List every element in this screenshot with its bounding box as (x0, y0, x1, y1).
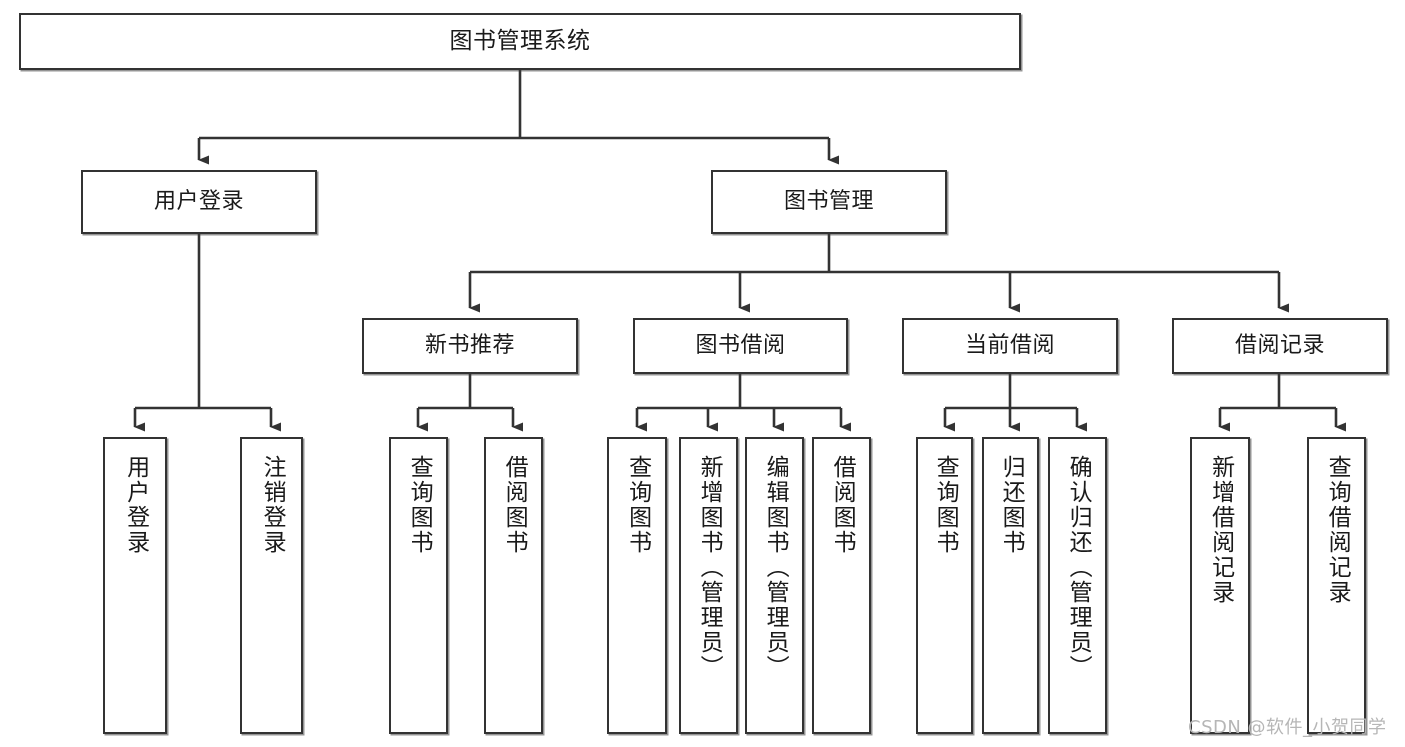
node-label: 图书管理系统 (449, 27, 591, 54)
node-label: 借阅图书 (829, 455, 856, 555)
node-label: 确认归还（管理员） (1065, 455, 1092, 680)
node-label: 新增图书（管理员） (696, 455, 723, 680)
node-label: 查询图书 (624, 455, 651, 555)
leaf-book-borrow-edit-book-admin[interactable]: 编辑图书（管理员） (745, 437, 804, 734)
node-label: 查询图书 (932, 455, 959, 555)
node-label: 新增借阅记录 (1207, 455, 1234, 605)
node-book-borrow[interactable]: 图书借阅 (633, 318, 848, 374)
node-book-management[interactable]: 图书管理 (711, 170, 947, 234)
leaf-book-borrow-add-book-admin[interactable]: 新增图书（管理员） (679, 437, 738, 734)
node-label: 注销登录 (259, 455, 286, 555)
node-user-login[interactable]: 用户登录 (81, 170, 317, 234)
leaf-borrow-record-add-record[interactable]: 新增借阅记录 (1190, 437, 1250, 734)
leaf-book-borrow-borrow-book[interactable]: 借阅图书 (812, 437, 871, 734)
leaf-borrow-record-query-record[interactable]: 查询借阅记录 (1307, 437, 1366, 734)
leaf-current-borrow-query-book[interactable]: 查询图书 (916, 437, 973, 734)
node-label: 查询图书 (406, 455, 433, 555)
node-borrow-record[interactable]: 借阅记录 (1172, 318, 1388, 374)
node-label: 归还图书 (998, 455, 1025, 555)
node-label: 新书推荐 (424, 332, 515, 358)
node-label: 图书借阅 (695, 332, 786, 358)
node-label: 图书管理 (783, 188, 874, 214)
leaf-book-borrow-query-book[interactable]: 查询图书 (607, 437, 667, 734)
node-root-book-management-system[interactable]: 图书管理系统 (19, 13, 1021, 70)
node-new-book-recommend[interactable]: 新书推荐 (362, 318, 578, 374)
leaf-user-login-logout[interactable]: 注销登录 (240, 437, 303, 734)
leaf-new-book-borrow-book[interactable]: 借阅图书 (484, 437, 543, 734)
watermark-credit: CSDN @软件_小贺同学 (1188, 717, 1387, 738)
leaf-user-login-user-login[interactable]: 用户登录 (103, 437, 167, 734)
leaf-current-borrow-confirm-return-admin[interactable]: 确认归还（管理员） (1048, 437, 1107, 734)
node-label: 编辑图书（管理员） (762, 455, 789, 680)
node-current-borrow[interactable]: 当前借阅 (902, 318, 1118, 374)
node-label: 借阅图书 (501, 455, 528, 555)
leaf-current-borrow-return-book[interactable]: 归还图书 (982, 437, 1039, 734)
node-label: 当前借阅 (964, 332, 1055, 358)
node-label: 用户登录 (122, 455, 149, 555)
node-label: 借阅记录 (1234, 332, 1325, 358)
node-label: 查询借阅记录 (1324, 455, 1351, 605)
leaf-new-book-query-book[interactable]: 查询图书 (389, 437, 448, 734)
node-label: 用户登录 (153, 188, 244, 214)
